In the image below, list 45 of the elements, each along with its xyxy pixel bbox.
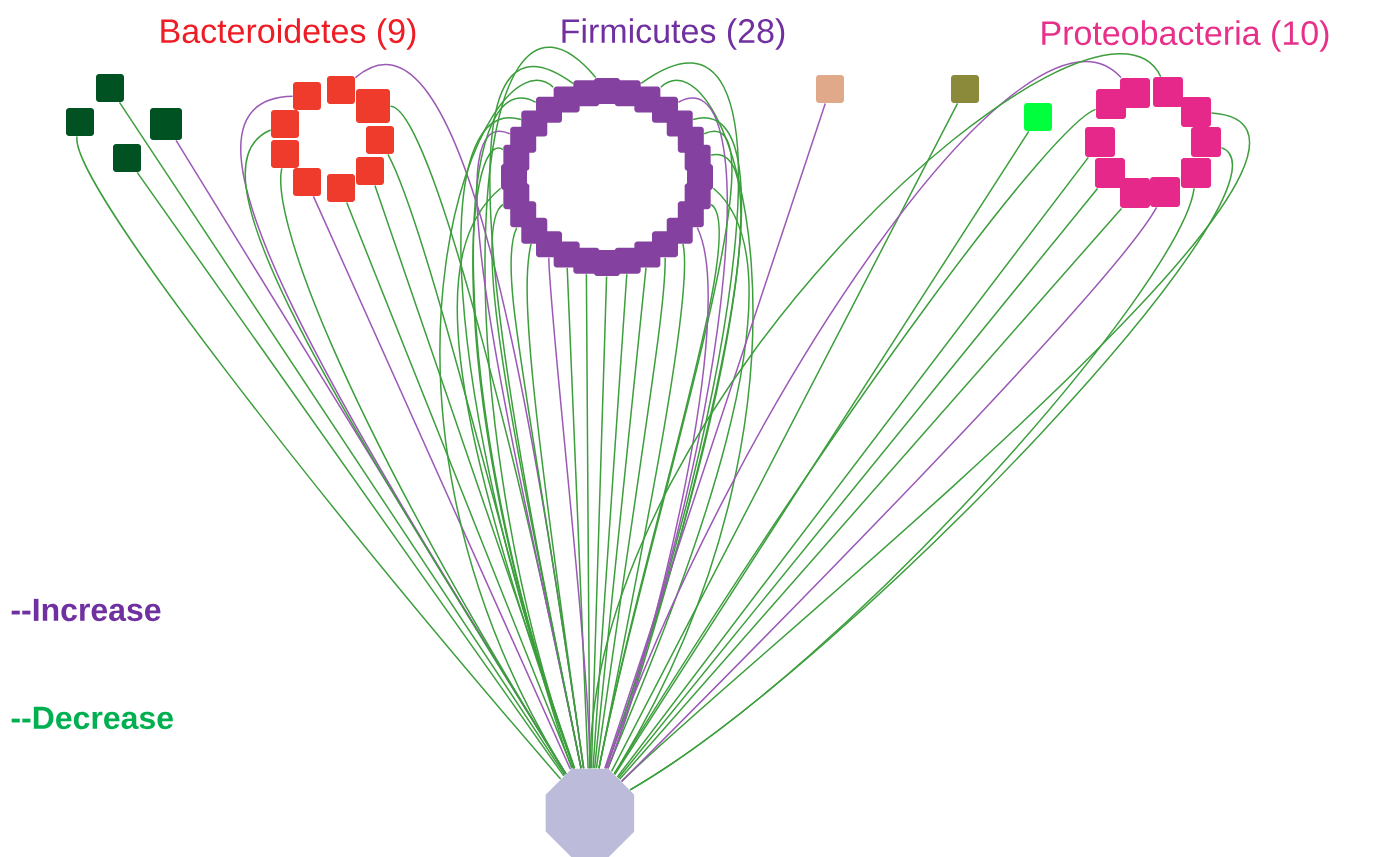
connector-line [510,227,585,769]
square-node [1191,127,1221,157]
square-node [96,74,124,102]
group-label: Proteobacteria (10) [1042,20,1329,52]
square-node [816,75,844,103]
square-node [271,110,299,138]
square-node [1120,78,1150,108]
square-node [1120,178,1150,208]
connector-line [607,227,709,769]
square-node [271,140,299,168]
square-node [293,168,321,196]
square-node [327,174,355,202]
group-label: Bacteroidetes (9) [161,18,416,50]
square-node [356,157,384,185]
connector-line [489,66,582,769]
connector-line [590,275,608,769]
connector-line [604,102,826,769]
square-node [1095,158,1125,188]
connector-line [592,273,628,769]
octagon-node [545,768,635,857]
square-node [1181,158,1211,188]
square-node [366,126,394,154]
connector-line [566,267,589,769]
square-node [573,80,600,107]
square-node [1024,103,1052,131]
square-node [1181,97,1211,127]
connector-line [610,102,959,773]
legend-entry: --Increase [11,598,161,622]
connector-line [598,243,686,769]
square-node [66,108,94,136]
square-node [150,108,182,140]
square-node [113,144,141,172]
connector-line [593,267,647,769]
connector-line [595,256,666,769]
square-node [327,76,355,104]
square-node [293,82,321,110]
connector-line [439,79,567,775]
legend-entry: --Decrease [11,706,173,730]
square-node [356,89,390,123]
group-label: Firmicutes (28) [562,18,785,50]
connector-line [614,130,1030,776]
square-node [1085,127,1115,157]
square-node [1150,177,1180,207]
square-node [951,75,979,103]
square-node [1153,77,1183,107]
